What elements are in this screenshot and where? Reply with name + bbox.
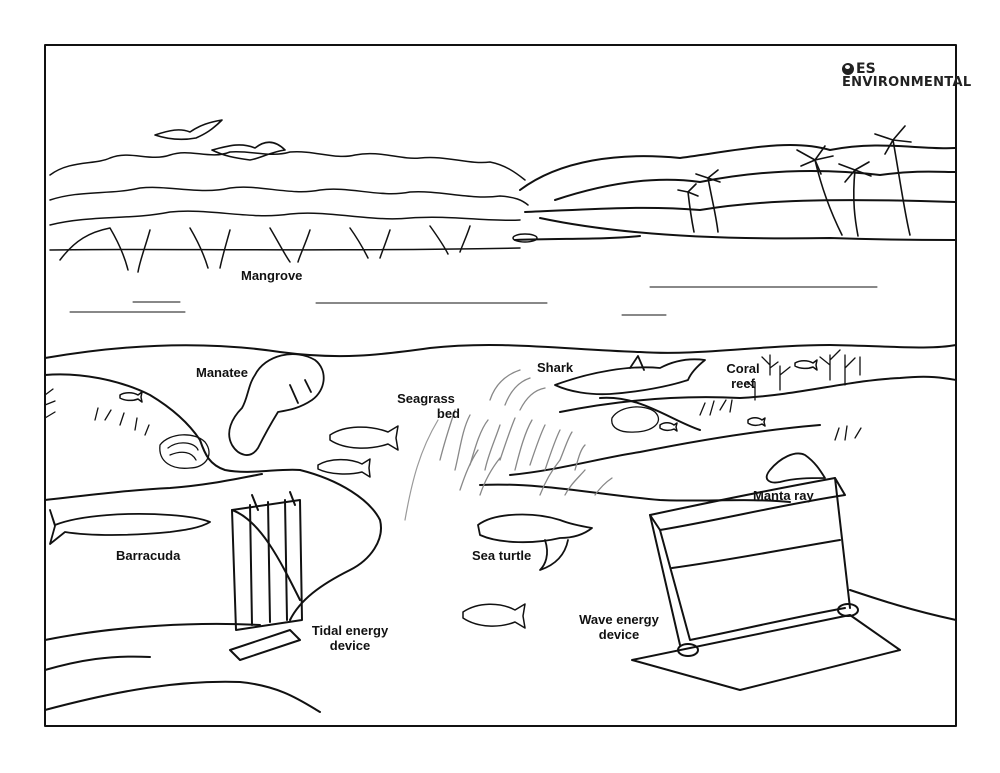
label-coral-reef-line2: reef xyxy=(731,376,755,391)
label-tidal-energy-line2: device xyxy=(329,638,371,653)
hills xyxy=(514,143,956,241)
label-wave-energy-line2: device xyxy=(598,627,640,642)
label-coral-reef: Coral reef xyxy=(720,361,766,391)
label-tidal-energy-device: Tidal energy device xyxy=(305,623,395,653)
globe-icon xyxy=(842,63,854,75)
palm-trees xyxy=(677,125,912,237)
fish-group xyxy=(119,359,818,629)
birds xyxy=(154,119,286,161)
label-mangrove: Mangrove xyxy=(241,268,303,283)
shark xyxy=(554,355,706,396)
label-seagrass-bed: Seagrass bed xyxy=(392,391,460,421)
label-sea-turtle: Sea turtle xyxy=(472,548,532,563)
label-seagrass-bed-line1: Seagrass xyxy=(397,391,455,406)
manatee xyxy=(228,353,325,456)
es-environmental-logo: ES ENVIRONMENTAL xyxy=(842,62,971,90)
label-tidal-energy-line1: Tidal energy xyxy=(311,623,389,638)
label-coral-reef-line1: Coral xyxy=(726,361,760,376)
label-seagrass-bed-line2: bed xyxy=(436,406,460,421)
label-wave-energy-device: Wave energy device xyxy=(573,612,665,642)
seagrass-bed xyxy=(439,369,613,496)
water-surface xyxy=(44,343,957,359)
mangrove-forest xyxy=(49,150,538,273)
logo-line2: ENVIRONMENTAL xyxy=(842,75,972,90)
seagrass-tether xyxy=(404,419,439,521)
surface-lines xyxy=(69,286,878,316)
wave-energy-device[interactable] xyxy=(631,477,901,691)
tidal-energy-device[interactable] xyxy=(229,491,303,661)
frame-border xyxy=(44,44,957,727)
coral xyxy=(44,349,862,469)
label-wave-energy-line1: Wave energy xyxy=(579,612,659,627)
sea-turtle xyxy=(477,513,593,571)
label-barracuda: Barracuda xyxy=(116,548,181,563)
label-shark: Shark xyxy=(537,360,574,375)
label-manatee: Manatee xyxy=(196,365,249,380)
label-manta-ray: Manta ray xyxy=(753,488,814,503)
barracuda xyxy=(49,509,211,545)
logo-line1: ES xyxy=(856,61,876,77)
seabed xyxy=(44,373,957,713)
manta-ray xyxy=(765,452,826,484)
